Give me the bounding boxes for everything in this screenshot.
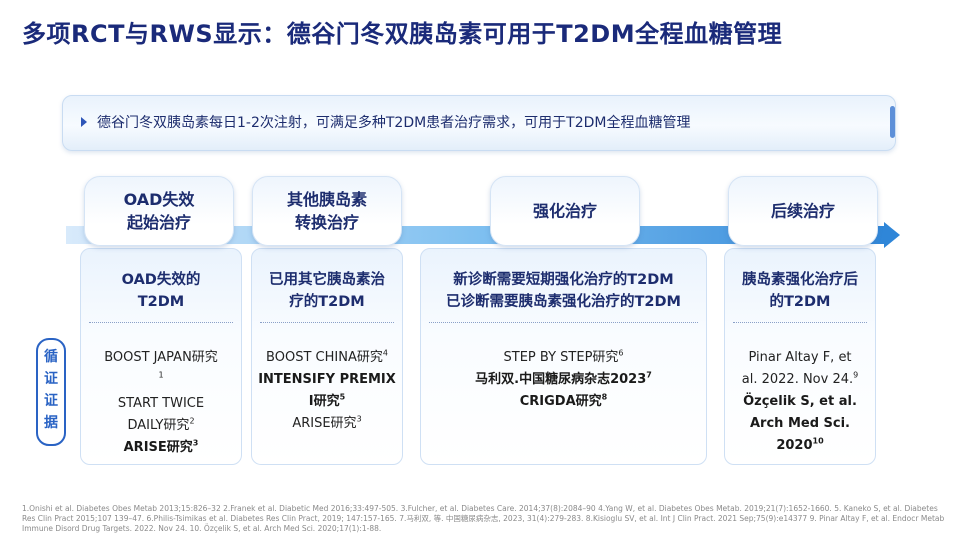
stage-pill-oad: OAD失效 起始治疗	[84, 176, 234, 246]
study-list: Pinar Altay F, et al. 2022. Nov 24.9 Özç…	[729, 347, 871, 457]
banner-accent-bar	[890, 106, 895, 138]
column-head: 胰岛素强化治疗后 的T2DM	[742, 272, 858, 310]
page-title: 多项RCT与RWS显示：德谷门冬双胰岛素可用于T2DM全程血糖管理	[22, 20, 783, 48]
study-item: ARISE研究3	[292, 414, 362, 431]
column-head: 已用其它胰岛素治 疗的T2DM	[269, 272, 385, 310]
stage-pill-intensive: 强化治疗	[490, 176, 640, 246]
dotted-divider	[733, 322, 867, 323]
dotted-divider	[260, 322, 394, 323]
study-item: START TWICE DAILY研究2	[117, 396, 205, 433]
summary-banner: 德谷门冬双胰岛素每日1-2次注射，可满足多种T2DM患者治疗需求，可用于T2DM…	[62, 95, 896, 151]
study-item: BOOST CHINA研究4	[266, 348, 388, 365]
column-head: 新诊断需要短期强化治疗的T2DM 已诊断需要胰岛素强化治疗的T2DM	[446, 272, 681, 310]
study-item: CRIGDA研究8	[519, 392, 608, 409]
summary-text: 德谷门冬双胰岛素每日1-2次注射，可满足多种T2DM患者治疗需求，可用于T2DM…	[97, 115, 691, 131]
evidence-column-intensive: 新诊断需要短期强化治疗的T2DM 已诊断需要胰岛素强化治疗的T2DM STEP …	[420, 248, 707, 465]
study-item: Özçelik S, et al. Arch Med Sci. 202010	[743, 394, 857, 453]
study-item: Pinar Altay F, et al. 2022. Nov 24.9	[741, 350, 859, 387]
dotted-divider	[89, 322, 233, 323]
stage-pill-followup: 后续治疗	[728, 176, 878, 246]
arrow-head-icon	[884, 222, 900, 248]
evidence-column-switch: 已用其它胰岛素治 疗的T2DM BOOST CHINA研究4 INTENSIFY…	[251, 248, 403, 465]
study-item: INTENSIFY PREMIX I研究5	[258, 372, 396, 409]
study-item: 马利双.中国糖尿病杂志20237	[475, 370, 652, 387]
evidence-column-followup: 胰岛素强化治疗后 的T2DM Pinar Altay F, et al. 202…	[724, 248, 876, 465]
study-list: BOOST CHINA研究4 INTENSIFY PREMIX I研究5 ARI…	[256, 347, 398, 435]
references-footer: 1.Onishi et al. Diabetes Obes Metab 2013…	[22, 504, 945, 533]
stage-pill-switch: 其他胰岛素 转换治疗	[252, 176, 402, 246]
study-list: STEP BY STEP研究6 马利双.中国糖尿病杂志20237 CRIGDA研…	[425, 347, 702, 413]
study-item: STEP BY STEP研究6	[503, 348, 624, 365]
column-head: OAD失效的 T2DM	[121, 272, 201, 310]
dotted-divider	[429, 322, 698, 323]
evidence-side-label: 循 证 证 据	[36, 338, 66, 446]
triangle-bullet-icon	[81, 117, 87, 127]
study-item: ARISE研究3	[123, 438, 199, 455]
